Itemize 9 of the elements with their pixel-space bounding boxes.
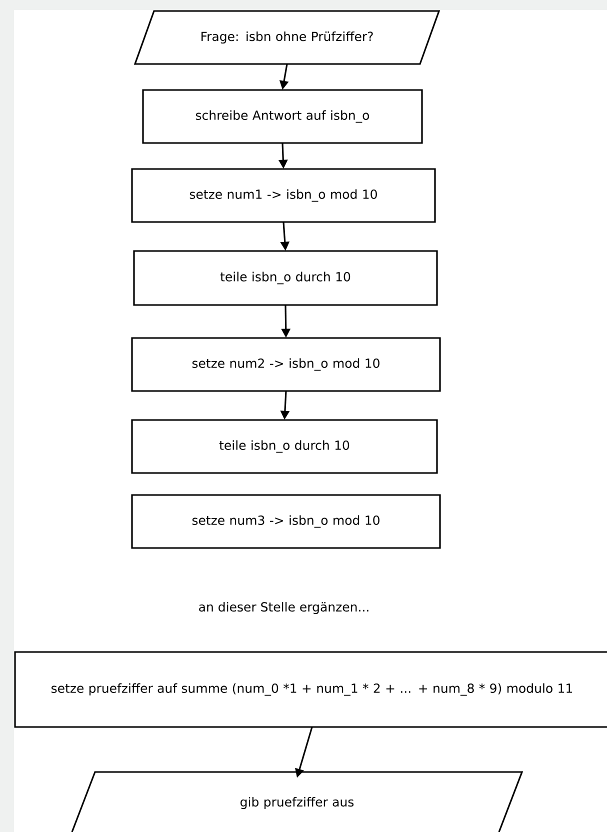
process-box: setze num1 -> isbn_o mod 10 (131, 168, 436, 223)
process-box: setze pruefziffer auf summe (num_0 *1 + num_1 * 2 + ... + num_8 * 9) modulo 11 (14, 651, 607, 728)
process-box: setze num2 -> isbn_o mod 10 (131, 337, 441, 392)
process-box: teile isbn_o durch 10 (133, 250, 438, 306)
process-box: setze num3 -> isbn_o mod 10 (131, 494, 441, 549)
process-box: schreibe Antwort auf isbn_o (142, 89, 423, 144)
input-output-parallelogram: gib pruefziffer aus (71, 771, 524, 832)
process-box: teile isbn_o durch 10 (131, 419, 438, 474)
note-text: an dieser Stelle ergänzen... (199, 602, 368, 614)
